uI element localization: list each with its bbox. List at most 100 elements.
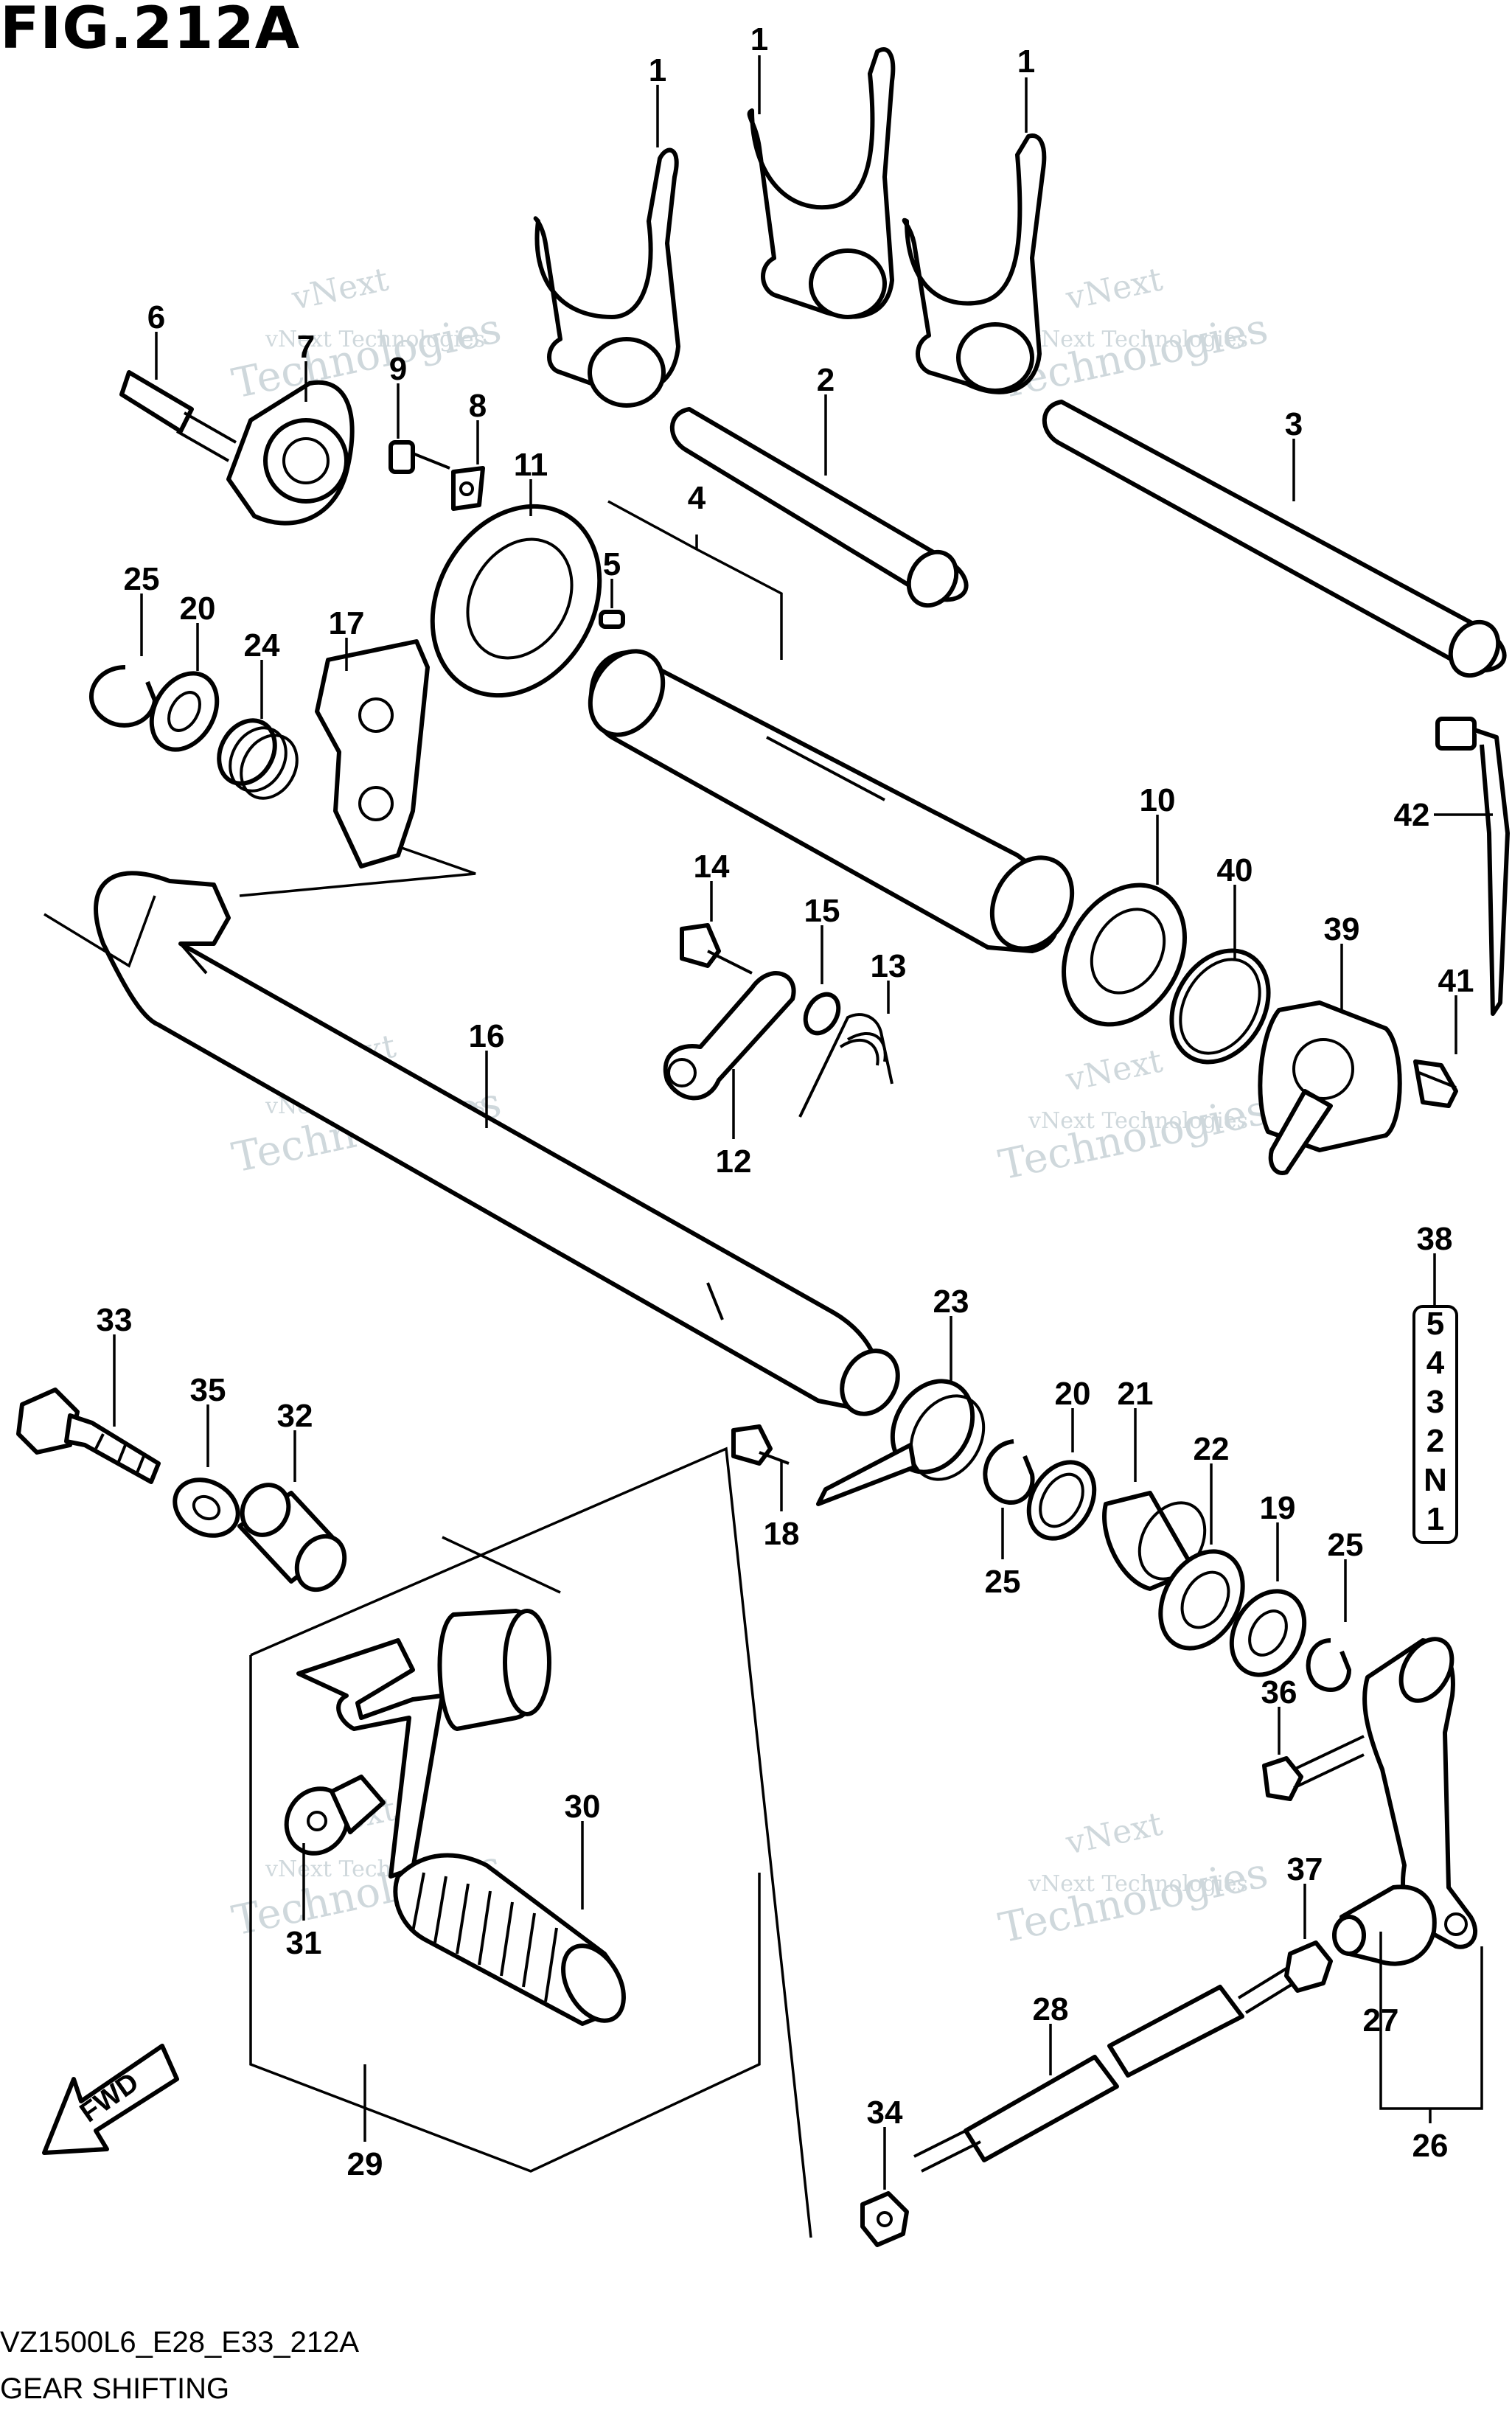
watermark-text: Technologies: [994, 1849, 1272, 1953]
callout-41: 41: [1438, 963, 1474, 999]
bolt-14: [680, 923, 753, 975]
callout-37: 37: [1287, 1851, 1323, 1887]
callout-36: 36: [1261, 1674, 1297, 1710]
gearshift-shaft: [94, 871, 900, 1416]
bearing-11: [430, 504, 602, 698]
callout-6: 6: [147, 299, 165, 335]
callout-39: 39: [1324, 911, 1360, 947]
gearshift-lever-assembly-box: [249, 1447, 812, 2238]
bolt-9: [389, 440, 450, 474]
watermark-text: vNext Technologies: [1028, 327, 1248, 352]
gearshift-lever-29: [296, 1609, 551, 1879]
callout-31: 31: [286, 1925, 322, 1961]
callout-2: 2: [817, 362, 835, 398]
pin: [119, 370, 237, 462]
watermark-text: vNext Technologies: [1028, 1108, 1248, 1134]
gear-indicator-legend: 5 4 3 2 N 1: [1412, 1253, 1458, 1544]
fork-shaft-long: [1042, 400, 1507, 678]
callout-9: 9: [389, 351, 407, 387]
circlip-25b: [983, 1439, 1035, 1505]
gear-label: 1: [1426, 1501, 1444, 1537]
plate-8: [451, 466, 485, 511]
washer-35: [173, 1477, 240, 1538]
washer-15: [803, 992, 841, 1036]
bolt-36: [1262, 1735, 1365, 1801]
gearshift-link-rod-end: [1332, 1884, 1437, 1966]
cam-pin: [599, 610, 625, 629]
pivot-bolt-31: [284, 1775, 386, 1856]
callout-11: 11: [514, 447, 548, 483]
watermark-text: vNext: [1062, 260, 1166, 318]
callout-35: 35: [190, 1372, 226, 1408]
watermark-1: vNext Technologies vNext Technologies: [228, 260, 505, 408]
gear-position-switch: [1258, 1000, 1402, 1175]
callout-29: 29: [347, 2146, 383, 2182]
gear-label: 4: [1426, 1345, 1445, 1381]
gear-label: 3: [1426, 1384, 1444, 1420]
watermark-6: vNext Technologies vNext Technologies: [994, 1805, 1272, 1952]
bolt-33: [16, 1388, 161, 1484]
callout-21: 21: [1118, 1376, 1154, 1412]
gear-indicator-box: [1412, 1305, 1458, 1544]
callout-labels: 1 1 1 2 3 4 5 6 7 8 9 10 11 12 13 14 15 …: [97, 21, 1474, 2182]
watermark-text: vNext Technologies: [265, 327, 485, 352]
oil-seal-22: [1158, 1549, 1245, 1651]
gearshift-lever-arm: [1362, 1637, 1477, 1949]
callout-12: 12: [716, 1143, 752, 1180]
callout-20: 20: [180, 591, 216, 627]
callout-19: 19: [1260, 1490, 1296, 1526]
callout-5: 5: [603, 546, 621, 582]
washer-20b: [1026, 1460, 1097, 1541]
callout-20: 20: [1055, 1376, 1091, 1412]
watermark-text: vNext: [1062, 1805, 1166, 1862]
callout-25: 25: [985, 1564, 1021, 1600]
callout-27: 27: [1363, 2002, 1399, 2039]
nut-37: [1284, 1940, 1333, 1993]
callout-30: 30: [565, 1789, 601, 1825]
watermark-4: vNext Technologies vNext Technologies: [994, 1042, 1272, 1189]
callout-7: 7: [297, 329, 315, 365]
callout-4: 4: [688, 480, 706, 516]
callout-1: 1: [750, 21, 768, 58]
callout-14: 14: [694, 849, 730, 885]
shift-fork-right: [902, 133, 1047, 394]
callout-16: 16: [469, 1018, 505, 1054]
diagram-code: VZ1500L6_E28_E33_212A: [0, 2326, 360, 2358]
spring-13: [798, 1013, 893, 1118]
stopper-arm-12: [663, 971, 796, 1101]
callout-40: 40: [1217, 852, 1253, 888]
watermark-text: vNext: [288, 260, 392, 318]
washer-20a: [149, 671, 220, 752]
callout-24: 24: [244, 627, 280, 664]
callout-10: 10: [1140, 782, 1176, 818]
shift-pedal-rubber-30: [393, 1853, 626, 2026]
forward-direction-indicator: FWD: [42, 2044, 179, 2155]
callout-26: 26: [1412, 2128, 1449, 2164]
spacer-32: [237, 1483, 347, 1592]
diagram-name: GEAR SHIFTING: [0, 2373, 230, 2405]
wire-clamp-42: [1435, 717, 1510, 1016]
callout-13: 13: [871, 948, 907, 984]
bolt-18: [731, 1424, 790, 1466]
callout-25: 25: [1328, 1527, 1364, 1563]
watermark-text: Technologies: [228, 304, 505, 408]
callout-33: 33: [97, 1302, 133, 1338]
callout-15: 15: [804, 893, 840, 929]
gearshift-cam-stopper: [226, 380, 355, 526]
fork-shaft-short: [669, 407, 969, 608]
callout-38: 38: [1417, 1221, 1453, 1257]
watermark-text: Technologies: [994, 1086, 1272, 1190]
shift-return-spring: [816, 1379, 986, 1506]
callout-25: 25: [124, 561, 160, 597]
spring-24: [217, 718, 299, 800]
callout-32: 32: [277, 1398, 313, 1434]
callout-42: 42: [1394, 797, 1430, 833]
gear-label: 5: [1426, 1306, 1444, 1342]
callout-18: 18: [764, 1516, 800, 1552]
page-title: FIG.212A: [0, 0, 301, 62]
callout-22: 22: [1194, 1431, 1230, 1467]
gear-label: 2: [1426, 1423, 1444, 1459]
shift-fork-middle: [747, 47, 896, 319]
bearing-10: [1062, 882, 1187, 1027]
shift-fork-left: [533, 147, 680, 408]
